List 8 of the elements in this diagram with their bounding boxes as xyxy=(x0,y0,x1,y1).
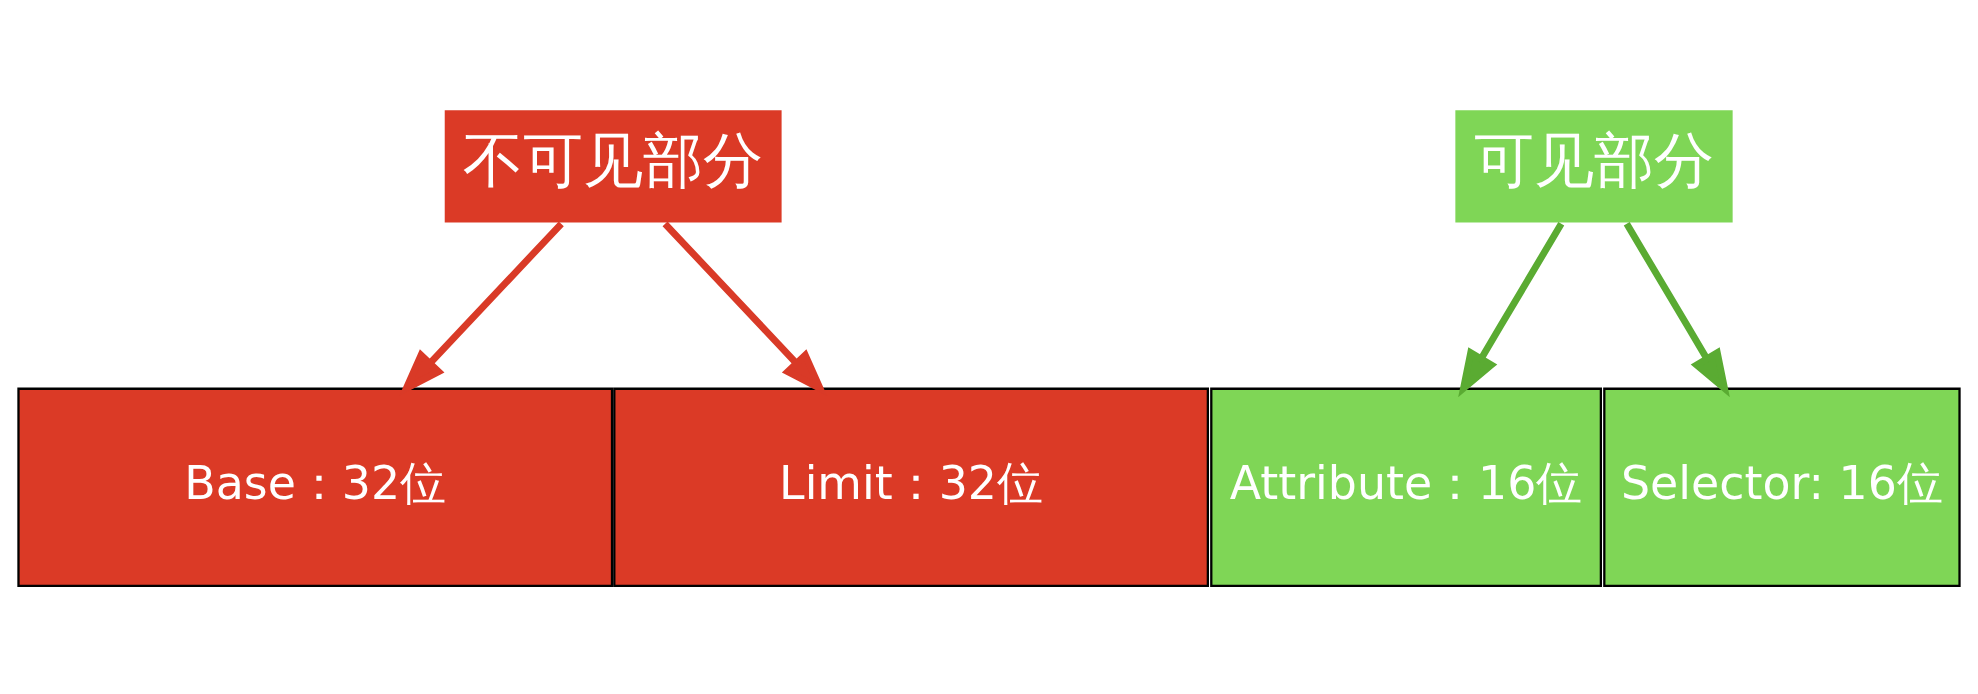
node-box: Selector: 16位 xyxy=(1603,387,1961,587)
node-box: Attribute：16位 xyxy=(1210,387,1603,587)
arrow xyxy=(1623,221,1730,397)
node-box: Base：32位 xyxy=(17,387,614,587)
arrow xyxy=(1458,221,1565,397)
node-box: 不可见部分 xyxy=(442,107,784,225)
node-box: 可见部分 xyxy=(1453,107,1735,225)
node-box: Limit：32位 xyxy=(613,387,1209,587)
